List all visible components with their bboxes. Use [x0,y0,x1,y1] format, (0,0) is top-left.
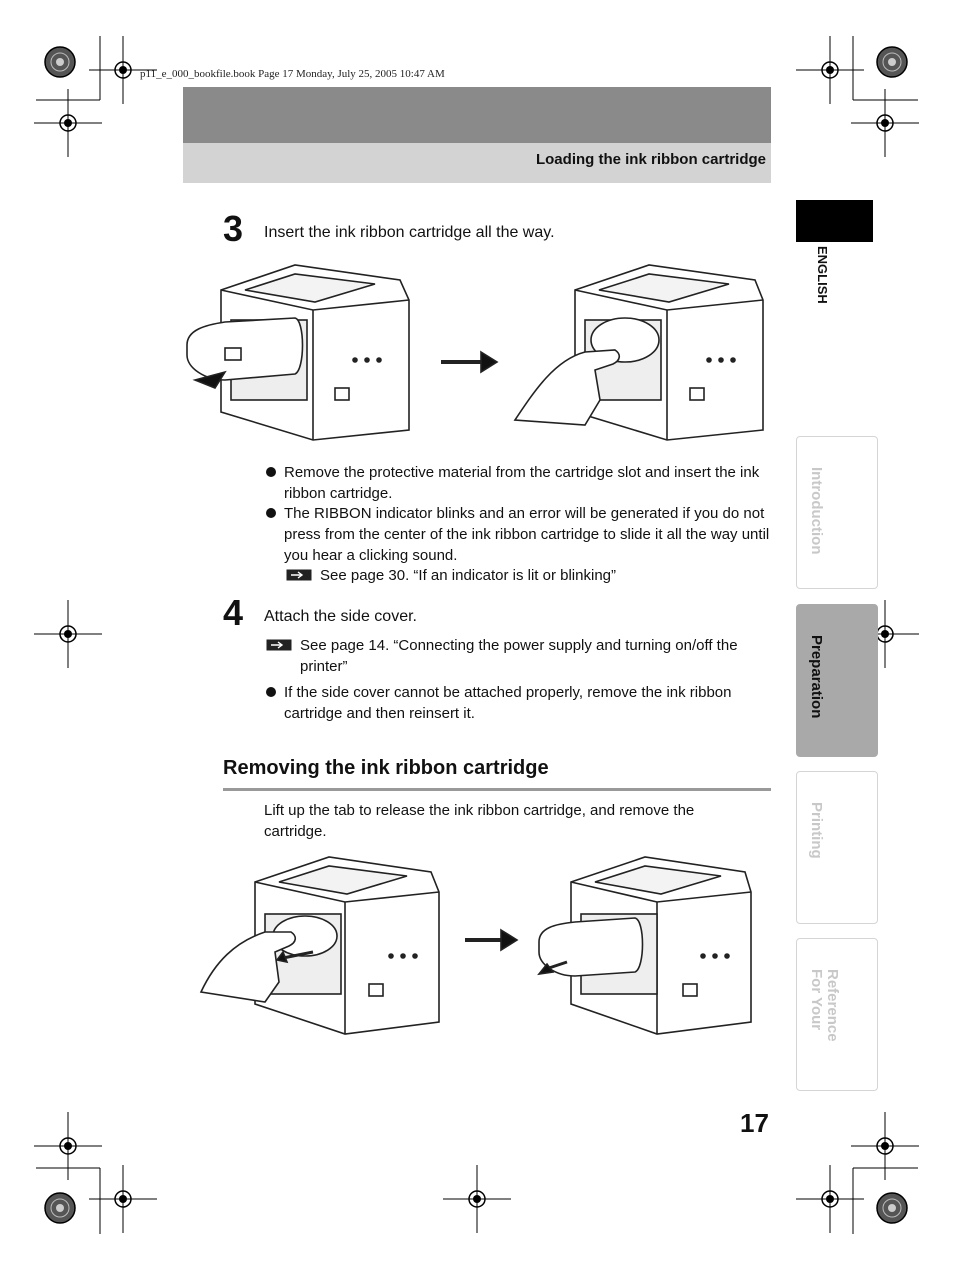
page-number: 17 [740,1108,769,1138]
list-item: If the side cover cannot be attached pro… [266,682,774,724]
reference-text: See page 30. “If an indicator is lit or … [320,567,616,584]
step-text: Attach the side cover. [264,608,417,625]
tab-printing[interactable]: Printing [796,771,878,924]
header-band [183,87,771,143]
list-item: Remove the protective material from the … [266,462,774,504]
tab-preparation[interactable]: Preparation [796,604,878,757]
bullet-dot [266,467,276,477]
tab-label: Printing [808,802,825,859]
reference-icon [266,639,292,651]
tab-label-line1: For Your [808,969,825,1031]
list-item: The RIBBON indicator blinks and an error… [266,503,774,566]
bullet-text: If the side cover cannot be attached pro… [284,684,732,722]
header-subband [183,143,771,183]
step-number: 4 [223,592,244,633]
language-block [796,200,873,242]
reference-icon [286,569,312,581]
tab-label: Preparation [808,635,825,719]
tab-introduction[interactable]: Introduction [796,436,878,589]
step-number: 3 [223,208,244,249]
tab-label: Introduction [808,467,825,555]
reference-text: See page 14. “Connecting the power suppl… [300,637,738,675]
section-rule [223,788,771,791]
bullet-dot [266,508,276,518]
bullet-dot [266,687,276,697]
section-body: Lift up the tab to release the ink ribbo… [264,802,695,840]
step-text: Insert the ink ribbon cartridge all the … [264,224,555,241]
bullet-text: The RIBBON indicator blinks and an error… [284,505,770,564]
remove-cartridge-illustration [199,856,752,1035]
page-title: Loading the ink ribbon cartridge [535,151,766,168]
tab-for-your-reference[interactable]: For Your Reference [796,938,878,1091]
language-label: ENGLISH [815,246,830,304]
tab-label-line2: Reference [824,969,841,1042]
section-title: Removing the ink ribbon cartridge [223,757,549,779]
bullet-text: Remove the protective material from the … [284,464,760,502]
file-info-line: p11_e_000_bookfile.book Page 17 Monday, … [140,68,445,80]
insert-cartridge-illustration [186,264,764,441]
